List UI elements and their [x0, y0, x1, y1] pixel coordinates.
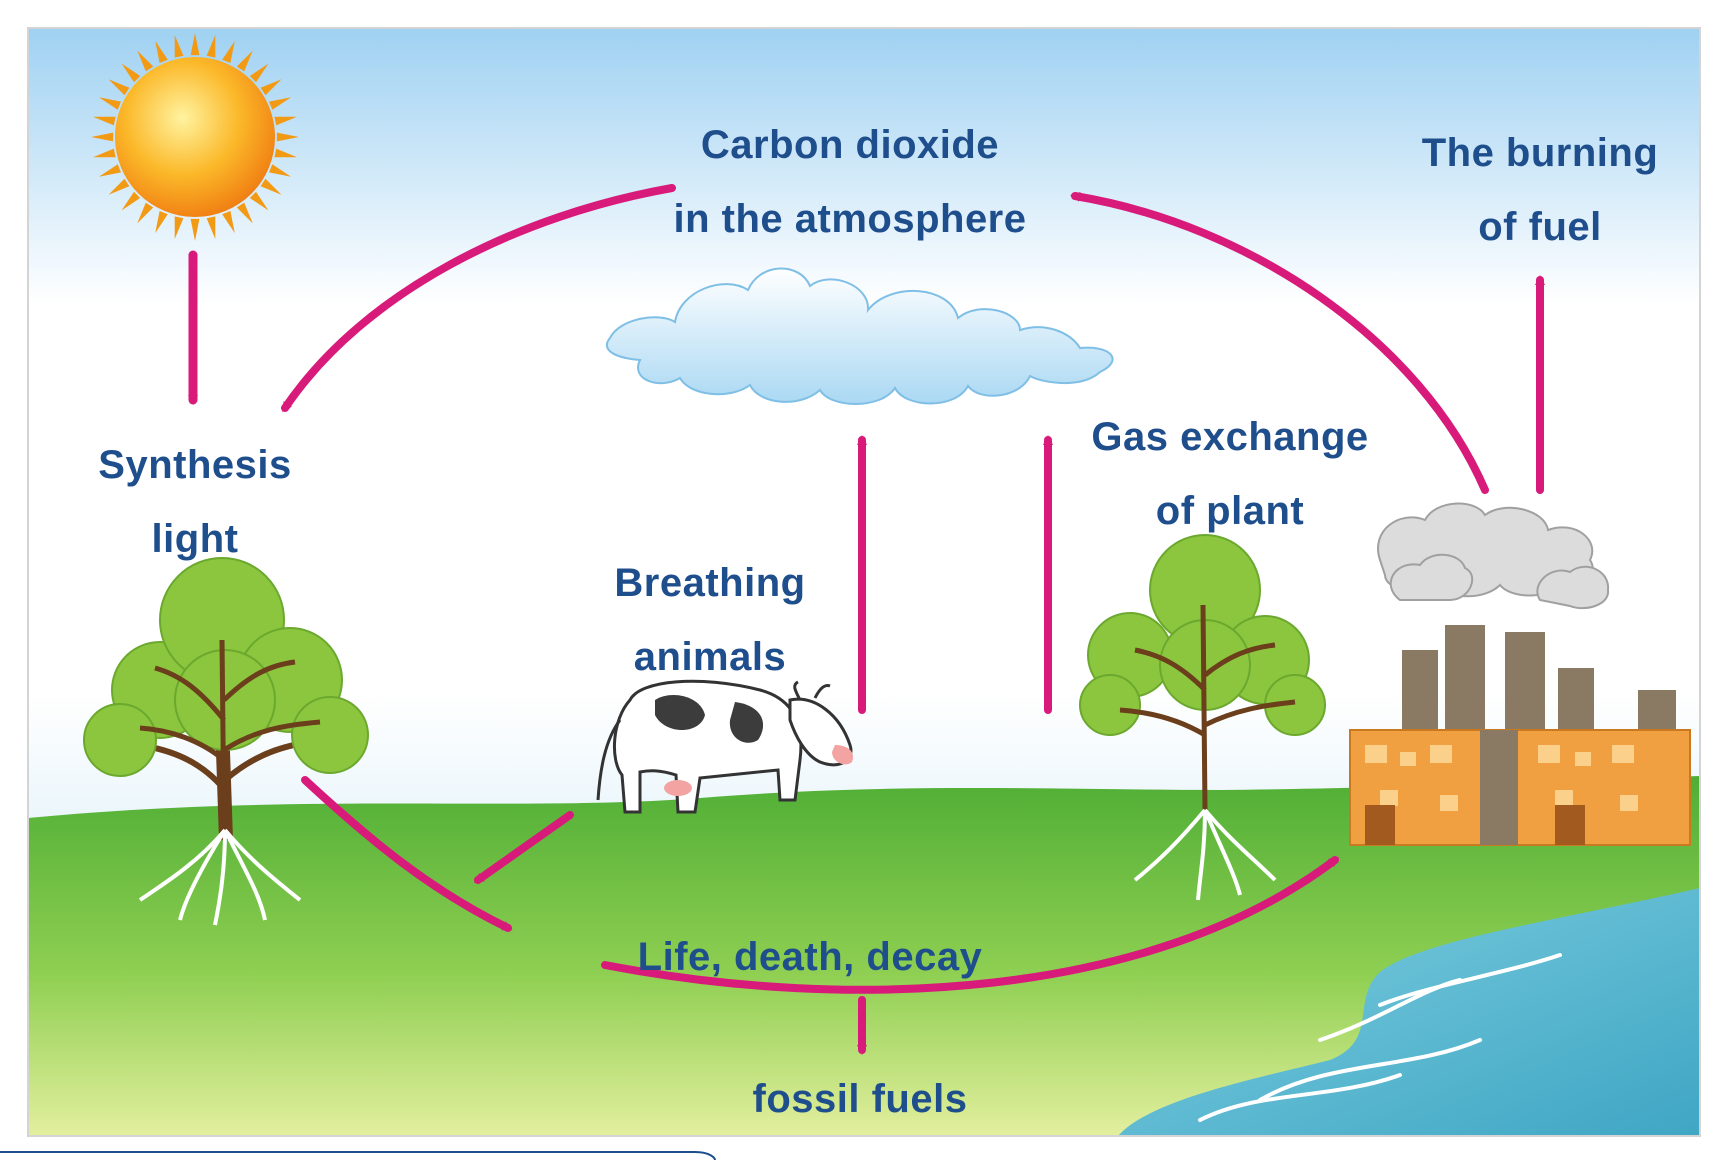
tree-icon	[83, 557, 369, 926]
factory-icon	[1349, 502, 1691, 846]
water	[1118, 888, 1700, 1136]
arrow-factory-to-atmosphere	[1070, 191, 1489, 494]
label-life-text: Life, death, decay	[637, 935, 983, 979]
label-carbon-dioxide-line1: Carbon dioxide	[700, 123, 1000, 167]
cropped-box-edge	[0, 1151, 716, 1161]
label-synthesis-light: Synthesis light	[40, 428, 350, 576]
label-life-death-decay: Life, death, decay	[580, 920, 1040, 994]
smoke-icon	[1377, 502, 1610, 610]
label-gas-line2: of plant	[1155, 489, 1305, 533]
arrow-decay-to-factory	[601, 856, 1339, 994]
arrow-tree-to-decay	[301, 776, 513, 932]
sun-icon	[91, 33, 299, 241]
water-waves	[1198, 953, 1562, 1122]
label-fossil-text: fossil fuels	[752, 1077, 968, 1121]
cow-icon	[596, 679, 854, 814]
label-synthesis-line1: Synthesis	[98, 443, 292, 487]
label-fossil-fuels: fossil fuels	[700, 1062, 1020, 1136]
label-burning-of-fuel: The burning of fuel	[1390, 116, 1690, 264]
arrow-cow-to-decay	[473, 811, 574, 884]
label-synthesis-line2: light	[151, 517, 239, 561]
label-carbon-dioxide-line2: in the atmosphere	[673, 197, 1027, 241]
arrow-atmosphere-to-synthesis	[281, 184, 676, 413]
label-breathing-animals: Breathing animals	[560, 546, 860, 694]
cloud-icon	[605, 267, 1114, 405]
cycle-arrows	[188, 184, 1545, 1055]
label-breathing-line1: Breathing	[614, 561, 806, 605]
label-breathing-line2: animals	[633, 635, 787, 679]
diagram-frame	[27, 27, 1701, 1137]
ground	[28, 776, 1700, 1136]
label-burning-line2: of fuel	[1478, 205, 1602, 249]
label-carbon-dioxide: Carbon dioxide in the atmosphere	[640, 108, 1060, 256]
label-burning-line1: The burning	[1421, 131, 1659, 175]
tree-icon	[1079, 534, 1326, 901]
label-gas-exchange: Gas exchange of plant	[1060, 400, 1400, 548]
label-gas-line1: Gas exchange	[1091, 415, 1369, 459]
